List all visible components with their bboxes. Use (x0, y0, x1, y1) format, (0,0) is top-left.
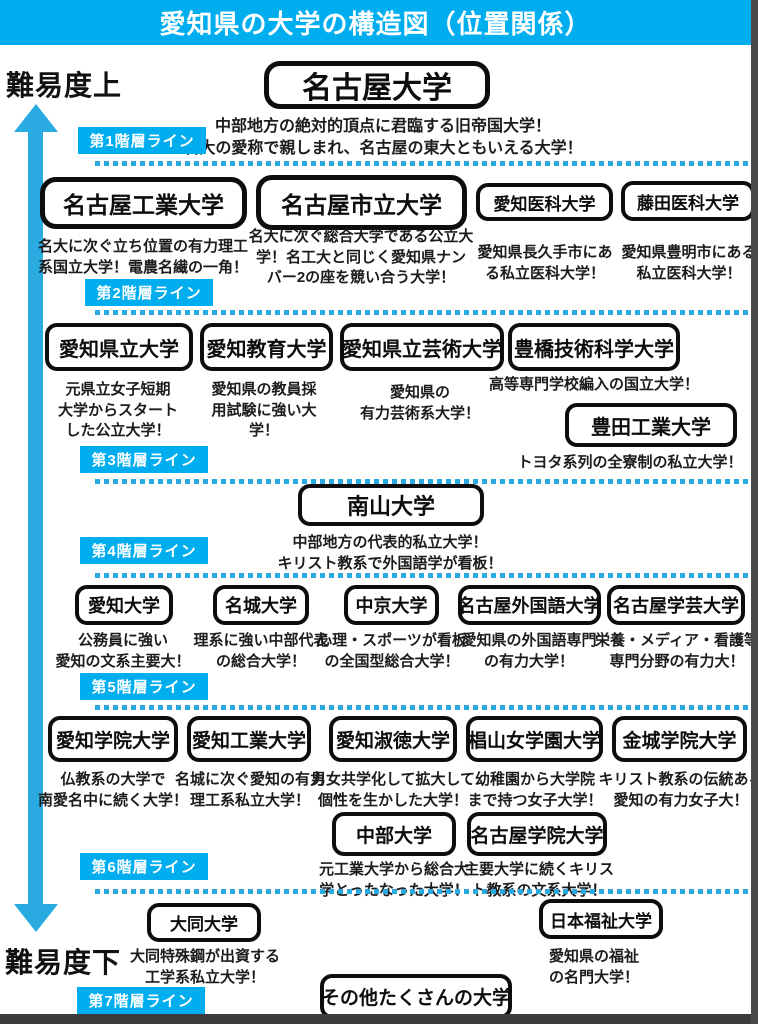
dotted-line-6 (95, 889, 755, 894)
university-desc-fujita: 愛知県豊明市にある 私立医科大学！ (621, 244, 757, 282)
university-box-aichi-shukutoku: 愛知淑徳大学 (329, 716, 457, 762)
university-box-fujita: 藤田医科大学 (621, 181, 755, 221)
university-box-nagoya-gakuin: 名古屋学院大学 (467, 812, 607, 856)
university-box-aichi-arts: 愛知県立芸術大学 (340, 323, 504, 371)
university-box-meijo: 名城大学 (213, 585, 309, 625)
difficulty-bottom-label: 難易度下 (5, 947, 122, 978)
university-box-nanzan: 南山大学 (298, 484, 484, 526)
dotted-line-1 (95, 161, 755, 166)
university-desc-nufs: 愛知県の外国語専門 の有力大学！ (461, 632, 597, 670)
university-desc-nuas: 栄養・メディア・看護等 専門分野の有力大！ (595, 632, 758, 670)
university-desc-chukyo: 心理・スポーツが看板 の全国型総合大学！ (317, 632, 467, 670)
university-desc-aichi-tech: 名城に次ぐ愛知の有力 理工系私立大学！ (174, 771, 325, 809)
university-desc-nitech: 名大に次ぐ立ち位置の有力理工 系国立大学！電農名繊の一角！ (37, 238, 248, 276)
dotted-line-3 (95, 479, 755, 484)
university-desc-nagoya: 中部地方の絶対的頂点に君臨する旧帝国大学！ 名大の愛称で親しまれ、名古屋の東大と… (183, 118, 583, 158)
difficulty-top-label: 難易度上 (6, 70, 123, 101)
tier-label-7: 第7階層ライン (77, 987, 205, 1014)
university-box-aichi-gakuin: 愛知学院大学 (48, 716, 178, 762)
university-box-chukyo: 中京大学 (344, 585, 439, 625)
tier-label-2: 第2階層ライン (85, 279, 213, 306)
university-desc-daido: 大同特殊鋼が出資する 工学系私立大学！ (129, 948, 280, 986)
dotted-line-5 (95, 705, 755, 710)
university-box-aichi-pu: 愛知県立大学 (45, 323, 193, 371)
university-box-toyohashi: 豊橋技術科学大学 (508, 323, 680, 371)
university-desc-aichi-edu: 愛知県の教員採 用試験に強い大 学！ (211, 381, 317, 440)
university-desc-toyota-ti: トヨタ系列の全寮制の私立大学！ (517, 454, 743, 471)
university-box-others: その他たくさんの大学 (320, 974, 512, 1019)
university-box-nagoya-cu: 名古屋市立大学 (256, 175, 467, 230)
university-desc-kinjo: キリスト教系の伝統ある 愛知の有力女子大！ (598, 771, 758, 809)
tier-label-6: 第6階層ライン (80, 853, 208, 880)
university-box-nufs: 名古屋外国語大学 (458, 585, 602, 625)
university-box-chubu: 中部大学 (332, 812, 456, 856)
university-box-aichi-tech: 愛知工業大学 (187, 716, 311, 762)
university-desc-toyohashi: 高等専門学校編入の国立大学！ (488, 376, 699, 393)
tier-label-1: 第1階層ライン (78, 127, 206, 154)
dotted-line-4 (95, 573, 755, 578)
university-desc-aichi-shukutoku: 男女共学化して拡大して 個性を生かした大学！ (310, 771, 476, 809)
dotted-line-2 (95, 310, 755, 315)
university-box-aichi-edu: 愛知教育大学 (200, 323, 333, 371)
university-desc-aichi-med: 愛知県長久手市にあ る私立医科大学！ (477, 244, 613, 282)
university-desc-aichi-gakuin: 仏教系の大学で 南愛名中に続く大学！ (37, 771, 188, 809)
university-desc-nagoya-cu: 名大に次ぐ総合大学である公立大 学！名工大と同じく愛知県ナン バー2の座を競い合… (248, 228, 474, 287)
page-title-bar: 愛知県の大学の構造図（位置関係） (0, 0, 751, 45)
university-box-nuas: 名古屋学芸大学 (607, 585, 745, 625)
university-desc-meijo: 理系に強い中部代表 の総合大学！ (193, 632, 329, 670)
university-box-sugiyama: 椙山女学園大学 (466, 716, 603, 762)
university-desc-sugiyama: 幼稚園から大学院 まで持つ女子大学！ (467, 771, 603, 809)
university-box-nagoya: 名古屋大学 (264, 61, 490, 109)
university-box-daido: 大同大学 (147, 903, 261, 942)
bottom-edge-bar (0, 1014, 758, 1024)
university-box-kinjo: 金城学院大学 (612, 716, 747, 762)
university-box-nitech: 名古屋工業大学 (40, 177, 247, 229)
university-desc-aichi-arts: 愛知県の 有力芸術系大学！ (359, 384, 480, 422)
university-box-aichi-med: 愛知医科大学 (476, 183, 613, 221)
tier-label-3: 第3階層ライン (80, 446, 208, 473)
tier-label-4: 第4階層ライン (80, 537, 208, 564)
university-box-toyota-ti: 豊田工業大学 (565, 403, 737, 447)
page-title: 愛知県の大学の構造図（位置関係） (159, 9, 592, 39)
university-desc-aichi-u: 公務員に強い 愛知の文系主要大！ (55, 632, 191, 670)
university-desc-nihon-fukushi: 愛知県の福祉 の名門大学！ (548, 948, 639, 986)
university-desc-nagoya-gakuin: 主要大学に続くキリス ト教系の文系大学！ (463, 861, 614, 899)
arrow-shaft (28, 128, 43, 908)
tier-label-5: 第5階層ライン (80, 673, 208, 700)
arrow-up-icon (14, 104, 58, 132)
right-edge-strip (751, 0, 758, 1024)
university-desc-aichi-pu: 元県立女子短期 大学からスタート した公立大学！ (57, 381, 178, 440)
arrow-down-icon (14, 904, 58, 932)
university-desc-nanzan: 中部地方の代表的私立大学！ キリスト教系で外国語学が看板！ (277, 534, 503, 572)
university-box-aichi-u: 愛知大学 (75, 585, 173, 625)
university-box-nihon-fukushi: 日本福祉大学 (539, 899, 663, 939)
